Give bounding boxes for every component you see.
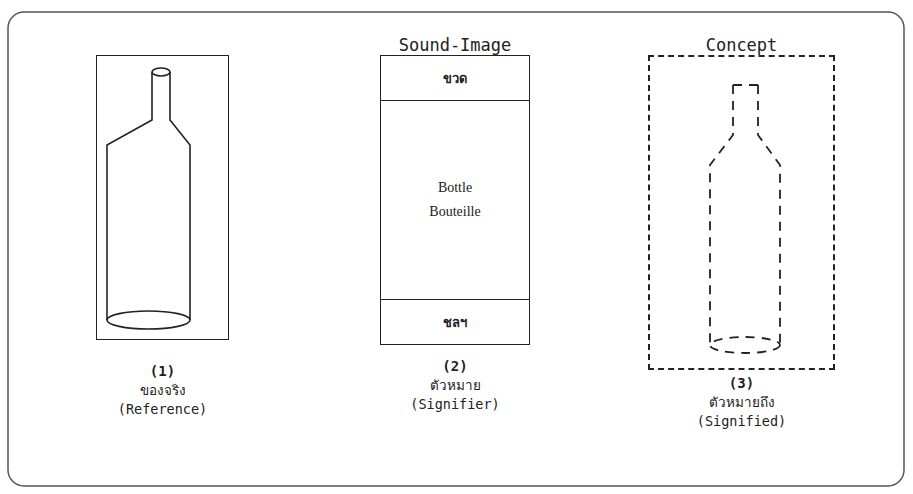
word-label: Bottle Bouteille [429, 176, 480, 224]
heading-area: Concept [706, 28, 778, 55]
sign-panel: Concept (3)ตัวหมายถึง(Signified) [641, 28, 842, 431]
band-word: ขวด [443, 68, 467, 89]
outer-frame [8, 12, 904, 486]
panel-heading: Sound-Image [399, 35, 512, 55]
bottle-drawing [107, 68, 190, 329]
text-band: ขวด [381, 56, 529, 101]
panel-box: Bottle Bouteille ขวดชลฯ [380, 55, 530, 345]
caption-text: ของจริง [140, 381, 186, 400]
caption-text: ตัวหมายถึง [709, 393, 775, 412]
callout-number: (1) [150, 362, 175, 381]
panel-box [648, 55, 835, 370]
panel-box [96, 55, 229, 340]
callout-number: (2) [442, 357, 467, 376]
caption-text: ตัวหมาย [430, 376, 481, 395]
callout-number: (3) [729, 374, 754, 393]
dashed-bottle [710, 85, 780, 353]
band-word: ชลฯ [443, 312, 467, 333]
sign-panel: Sound-ImageBottle Bouteille ขวดชลฯ (2)ตัวห… [355, 28, 555, 414]
caption-text: (Signified) [697, 412, 786, 431]
caption-text: (Signifier) [410, 395, 499, 414]
text-band: ชลฯ [381, 299, 529, 344]
panel-heading: Concept [706, 35, 778, 55]
heading-area: Sound-Image [399, 28, 512, 55]
sign-panel: (1)ของจริง(Reference) [60, 28, 265, 419]
caption-text: (Reference) [118, 400, 207, 419]
